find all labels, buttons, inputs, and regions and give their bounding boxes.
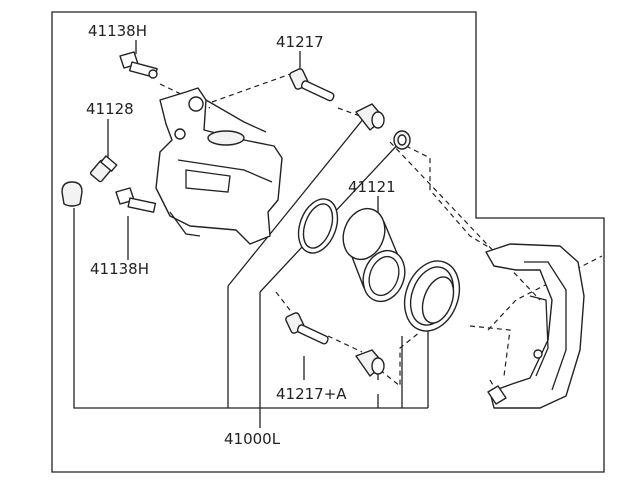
diagram-frame	[51, 11, 605, 473]
piston-41121	[342, 207, 406, 303]
bleeder-cap	[61, 181, 83, 207]
bushing-small	[393, 130, 411, 150]
pin-41217-upper	[289, 68, 335, 102]
dust-boot	[403, 260, 461, 332]
pin-boot-upper	[355, 103, 385, 131]
label-41121: 41121	[348, 178, 396, 196]
torque-member	[485, 243, 585, 409]
label-41217: 41217	[276, 33, 324, 51]
label-41138h-upper: 41138H	[88, 22, 147, 40]
bleeder-41128	[89, 155, 118, 183]
label-41138h-lower: 41138H	[90, 260, 149, 278]
bolt-41138h-upper	[119, 51, 158, 79]
pin-41217a-lower	[285, 312, 329, 345]
pin-boot-lower	[355, 349, 385, 377]
bolt-41138h-lower	[115, 187, 157, 213]
label-41217a: 41217+A	[276, 385, 347, 403]
label-41000l: 41000L	[224, 430, 281, 448]
piston-seal	[297, 198, 339, 254]
label-41128: 41128	[86, 100, 134, 118]
caliper-housing	[155, 87, 283, 245]
